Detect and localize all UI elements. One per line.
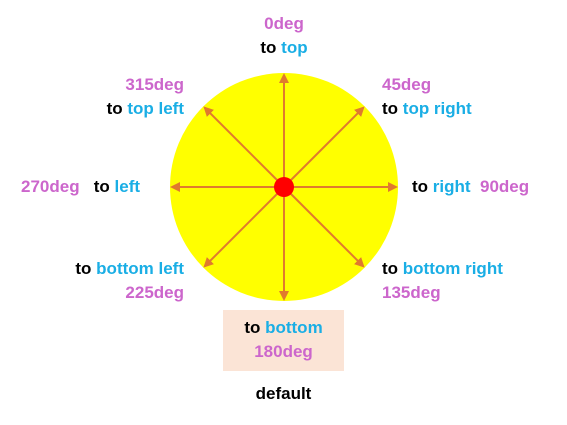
label-top: 0deg to top [224,12,344,60]
keyword-to: to [75,259,92,278]
keyword-to: to [382,99,399,118]
label-right: to right 90deg [412,175,562,199]
degree-label-45: 45deg [382,75,432,94]
keyword-to: to [244,318,261,337]
degree-label-225: 225deg [125,283,184,302]
direction-top-left: top left [127,99,184,118]
degree-label-270: 270deg [21,177,80,196]
arrow-bottom-left [203,186,285,268]
keyword-to: to [93,177,110,196]
label-top-right: 45deg to top right [382,73,552,121]
keyword-to: to [412,177,429,196]
label-bottom-right: to bottom right 135deg [382,257,557,305]
direction-left: left [114,177,141,196]
degree-label-0: 0deg [264,14,304,33]
default-caption: default [255,384,312,403]
direction-right: right [432,177,471,196]
label-bottom: to bottom 180deg [223,316,344,364]
degree-label-180: 180deg [254,342,313,361]
arrow-top-left [203,106,285,188]
keyword-to: to [260,38,277,57]
direction-top: top [281,38,308,57]
keyword-to: to [106,99,123,118]
direction-bottom-right: bottom right [402,259,503,278]
direction-top-right: top right [402,99,472,118]
direction-bottom-left: bottom left [96,259,184,278]
direction-bottom: bottom [265,318,323,337]
label-left: 270deg to left [21,175,171,199]
degree-label-135: 135deg [382,283,441,302]
label-bottom-left: to bottom left 225deg [10,257,184,305]
center-dot [274,177,294,197]
direction-arrows [170,73,398,301]
degree-label-315: 315deg [125,75,184,94]
arrow-top-right [283,106,365,188]
keyword-to: to [382,259,399,278]
default-highlight-box [223,310,344,371]
label-top-left: 315deg to top left [10,73,184,121]
degree-label-90: 90deg [480,177,530,196]
arrow-bottom-right [283,186,365,268]
